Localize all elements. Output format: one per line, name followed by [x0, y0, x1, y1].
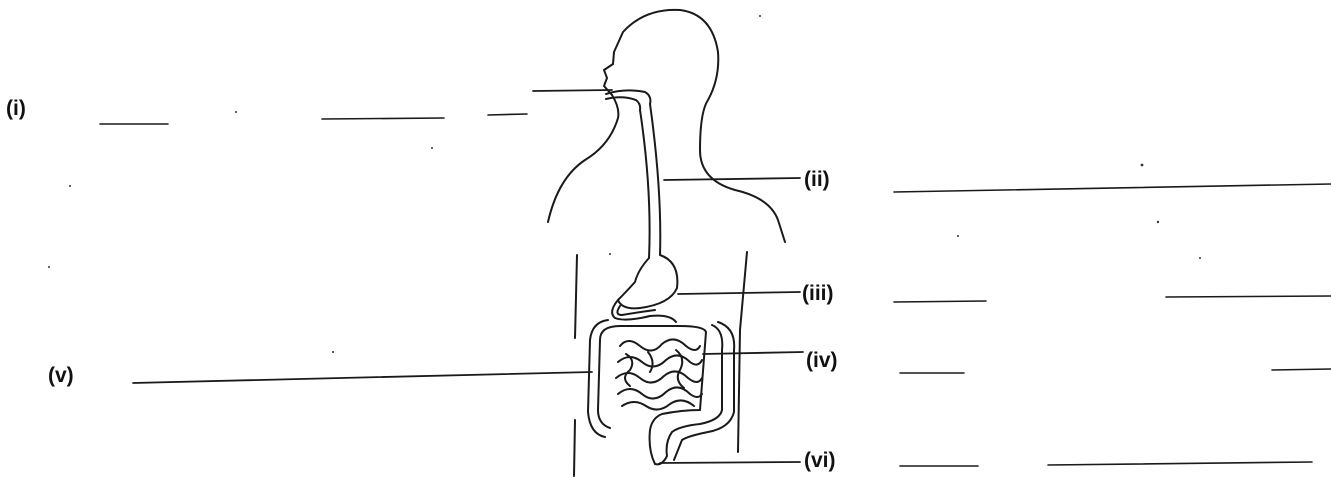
leader-line-iii — [678, 292, 800, 294]
torso-right — [738, 252, 747, 452]
scan-specks — [48, 15, 1201, 353]
left-neck-shoulder — [548, 95, 618, 222]
small-intestine-coils — [616, 339, 702, 409]
duodenum — [612, 300, 676, 322]
large-intestine — [588, 320, 734, 464]
label-iv: (iv) — [806, 350, 838, 371]
leader-line-v — [133, 372, 592, 383]
torso-left — [574, 255, 577, 476]
leader-line-vi — [660, 462, 800, 463]
label-ii: (ii) — [804, 169, 830, 190]
leader-line-iv — [703, 352, 803, 354]
head-outline — [604, 10, 785, 242]
answer-lines — [100, 114, 1331, 466]
label-v: (v) — [48, 365, 74, 386]
stomach — [618, 255, 677, 308]
oral-cavity — [606, 90, 650, 110]
label-iii: (iii) — [802, 283, 834, 304]
label-vi: (vi) — [804, 450, 836, 471]
esophagus — [640, 104, 660, 258]
leader-line-ii — [664, 178, 800, 180]
leader-line-i — [533, 90, 612, 91]
label-i: (i) — [6, 98, 26, 119]
